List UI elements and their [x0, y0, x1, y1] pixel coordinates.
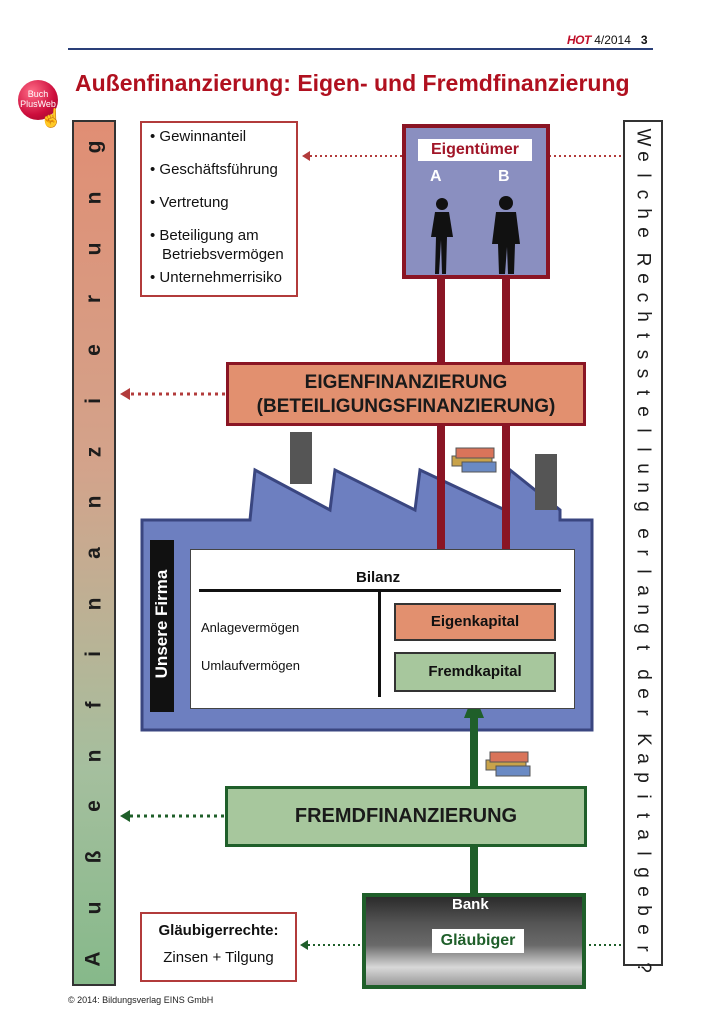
- owner-label: Eigentümer: [418, 139, 532, 161]
- bilanz-title: Bilanz: [356, 569, 401, 586]
- umlaufvermoegen-label: Umlaufvermögen: [201, 658, 300, 673]
- red-arrow-a-lower: [437, 426, 445, 578]
- money-stack-icon-lower: [485, 751, 531, 777]
- header-divider: [68, 48, 653, 50]
- badge-line2: PlusWeb: [20, 99, 56, 109]
- woman-silhouette-icon: [431, 198, 453, 274]
- owner-a-label: A: [430, 168, 442, 185]
- man-silhouette-icon: [492, 196, 520, 274]
- page-number: 3: [640, 33, 648, 47]
- copyright-footer: © 2014: Bildungsverlag EINS GmbH: [68, 995, 214, 1005]
- factory-chimney-left: [290, 432, 312, 484]
- firm-label-text: Unsere Firma: [152, 569, 171, 679]
- green-arrow-lower: [470, 847, 478, 894]
- pointer-hand-icon: ☝: [40, 108, 63, 128]
- creditor-rights-title: Gläubigerrechte:: [158, 922, 279, 939]
- fremdfinanzierung-box: FREMDFINANZIERUNG: [225, 786, 587, 847]
- creditor-rights-box: Gläubigerrechte: Zinsen + Tilgung: [140, 912, 297, 982]
- brand-logo: HOT: [567, 33, 591, 47]
- eigenfinanzierung-line1: EIGENFINANZIERUNG: [304, 372, 508, 393]
- red-arrow-b-upper: [502, 279, 510, 363]
- owner-b-label: B: [498, 168, 510, 185]
- issue-number: 4/2014: [594, 33, 631, 47]
- owner-silhouettes: [431, 196, 520, 274]
- owner-right-item: • Unternehmerrisiko: [150, 269, 282, 286]
- bilanz-vertical-rule: [378, 590, 381, 697]
- red-arrow-a-upper: [437, 279, 445, 363]
- fremdkapital-box: Fremdkapital: [394, 652, 556, 692]
- owner-right-item: • Beteiligung am Betriebsvermögen: [150, 227, 284, 263]
- eigenkapital-box: Eigenkapital: [394, 603, 556, 641]
- bank-label: Bank: [452, 896, 489, 913]
- owner-right-item: • Vertretung: [150, 194, 229, 211]
- anlagevermoegen-label: Anlagevermögen: [201, 620, 300, 635]
- red-arrow-b-lower: [502, 426, 510, 578]
- owner-right-item: • Gewinnanteil: [150, 128, 247, 145]
- owner-right-item: • Geschäftsführung: [150, 161, 278, 178]
- buchplusweb-badge[interactable]: Buch PlusWeb: [18, 80, 58, 120]
- eigenfinanzierung-box: EIGENFINANZIERUNG (BETEILIGUNGSFINANZIER…: [226, 362, 586, 426]
- green-arrow-upper: [470, 715, 478, 787]
- header-meta: HOT 4/2014 3: [567, 33, 648, 47]
- factory-chimney-right: [535, 454, 557, 510]
- badge-line1: Buch: [27, 89, 49, 99]
- firm-label: Unsere Firma: [150, 540, 174, 712]
- creditor-rights-value: Zinsen + Tilgung: [163, 949, 274, 966]
- page-title: Außenfinanzierung: Eigen- und Fremdfinan…: [75, 70, 630, 96]
- glaeubiger-label: Gläubiger: [432, 929, 524, 953]
- money-stack-icon-upper: [451, 447, 497, 473]
- owner-rights-list: • Gewinnanteil • Geschäftsführung • Vertre…: [140, 121, 298, 297]
- eigenfinanzierung-line2: (BETEILIGUNGSFINANZIERUNG): [256, 396, 556, 417]
